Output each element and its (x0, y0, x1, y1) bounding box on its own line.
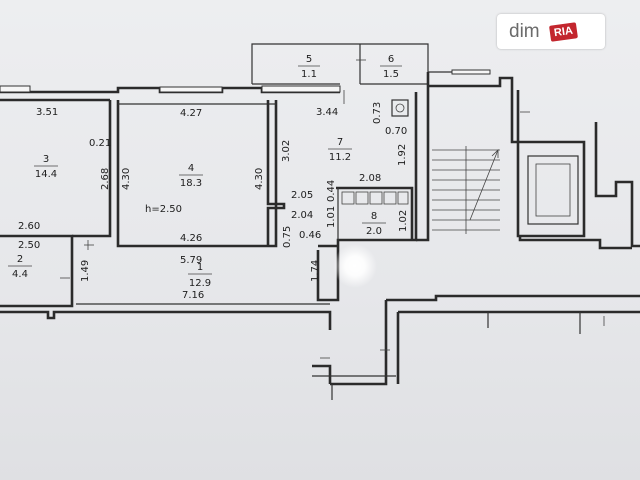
dim-label: 0.73 (372, 102, 383, 124)
dimria-watermark: dim RIA (497, 14, 605, 49)
ceiling-height-label: h=2.50 (145, 204, 182, 215)
dim-label: 4.26 (180, 233, 202, 244)
dim-label: 2.60 (18, 221, 40, 232)
room-area-7: 11.2 (329, 152, 351, 163)
staircase (432, 146, 500, 234)
walls (0, 43, 640, 400)
room-number-2: 2 (17, 254, 23, 265)
dim-label: 0.21 (89, 138, 111, 149)
dim-label: 4.30 (121, 168, 132, 190)
dimension-labels: 3.51 0.21 2.68 2.60 2.50 1.49 4.27 4.30 … (18, 102, 409, 301)
dim-label: 4.27 (180, 108, 202, 119)
room-number-4: 4 (188, 163, 194, 174)
room-area-6: 1.5 (383, 69, 399, 80)
dim-label: 1.01 (326, 206, 337, 228)
room-number-6: 6 (388, 54, 394, 65)
room-area-3: 14.4 (35, 169, 57, 180)
dim-label: 3.02 (281, 140, 292, 162)
room-number-8: 8 (371, 211, 377, 222)
room-area-5: 1.1 (301, 69, 317, 80)
dim-label: 0.70 (385, 126, 407, 137)
room-number-3: 3 (43, 154, 49, 165)
dim-label: 1.49 (80, 260, 91, 282)
room-labels: 1 12.9 2 4.4 3 14.4 4 18.3 h=2.50 5 1.1 … (8, 54, 402, 289)
dim-label: 3.44 (316, 107, 338, 118)
watermark-text: dim (509, 20, 540, 42)
dim-label: 7.16 (182, 290, 204, 301)
room-area-2: 4.4 (12, 269, 28, 280)
dim-label: 2.68 (100, 168, 111, 190)
room-number-1: 1 (197, 262, 203, 273)
dim-label: 5.79 (180, 255, 202, 266)
dim-label: 2.05 (291, 190, 313, 201)
dim-label: 3.51 (36, 107, 58, 118)
dim-label: 1.02 (398, 210, 409, 232)
room-area-1: 12.9 (189, 278, 211, 289)
watermark-badge: RIA (548, 21, 578, 42)
dim-label: 2.04 (291, 210, 313, 221)
room-number-7: 7 (337, 137, 343, 148)
flash-glare (333, 244, 377, 288)
dim-label: 4.30 (254, 168, 265, 190)
dim-label: 1.74 (310, 260, 321, 282)
room-area-4: 18.3 (180, 178, 202, 189)
dim-label: 2.50 (18, 240, 40, 251)
dim-label: 2.08 (359, 173, 381, 184)
dim-label: 0.46 (299, 230, 321, 241)
room-area-8: 2.0 (366, 226, 382, 237)
dim-label: 1.92 (397, 144, 408, 166)
dim-label: 0.44 (326, 180, 337, 202)
dim-label: 0.75 (282, 226, 293, 248)
room-number-5: 5 (306, 54, 312, 65)
